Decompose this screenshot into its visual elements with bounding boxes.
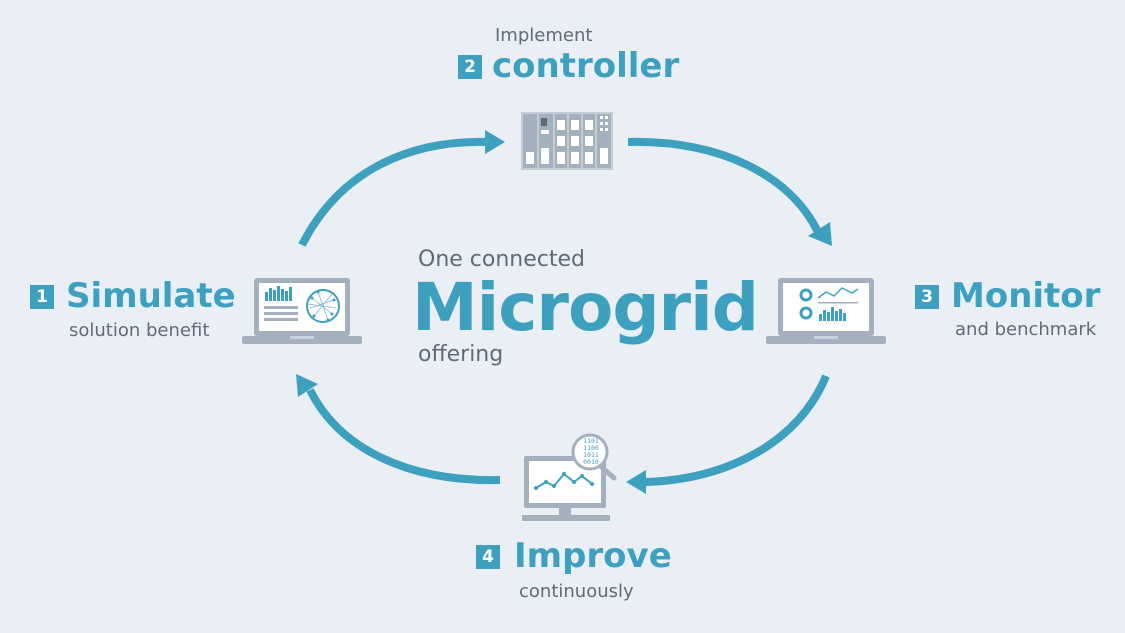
plc-controller-icon	[521, 112, 613, 170]
step-number-3: 3	[915, 285, 939, 309]
magnifier-binary-digits: 1101 1100 1011 0010	[579, 438, 603, 466]
arrow-implement-to-monitor	[627, 137, 822, 234]
arrow-improve-to-simulate	[306, 388, 501, 485]
monitor-analysis-icon	[522, 433, 617, 521]
arrowhead-up-left	[296, 374, 318, 397]
implement-title: controller	[492, 46, 680, 86]
arrowhead-right-top	[485, 130, 505, 154]
implement-pre-label: Implement	[495, 25, 593, 46]
monitor-subtitle: and benchmark	[955, 319, 1097, 340]
step-number-1: 1	[30, 285, 54, 309]
binary-row: 1100	[583, 444, 599, 452]
center-title: Microgrid	[412, 269, 759, 346]
arrow-simulate-to-implement	[298, 137, 489, 247]
laptop-dashboard-icon	[766, 278, 886, 344]
center-line-3: offering	[418, 342, 504, 367]
improve-subtitle: continuously	[519, 581, 634, 602]
laptop-simulation-icon	[242, 278, 362, 344]
simulate-subtitle: solution benefit	[69, 320, 210, 341]
improve-title: Improve	[514, 536, 672, 576]
binary-row: 0010	[583, 458, 599, 466]
binary-row: 1101	[583, 437, 599, 445]
binary-row: 1011	[583, 451, 599, 459]
arrowhead-left-bottom	[626, 470, 646, 494]
arrowhead-down-right	[808, 222, 832, 246]
step-number-4: 4	[476, 545, 500, 569]
center-line-1: One connected	[418, 247, 585, 272]
arrow-monitor-to-improve	[643, 374, 830, 486]
monitor-title: Monitor	[951, 276, 1101, 316]
simulate-title: Simulate	[66, 276, 236, 316]
step-number-2: 2	[458, 55, 482, 79]
